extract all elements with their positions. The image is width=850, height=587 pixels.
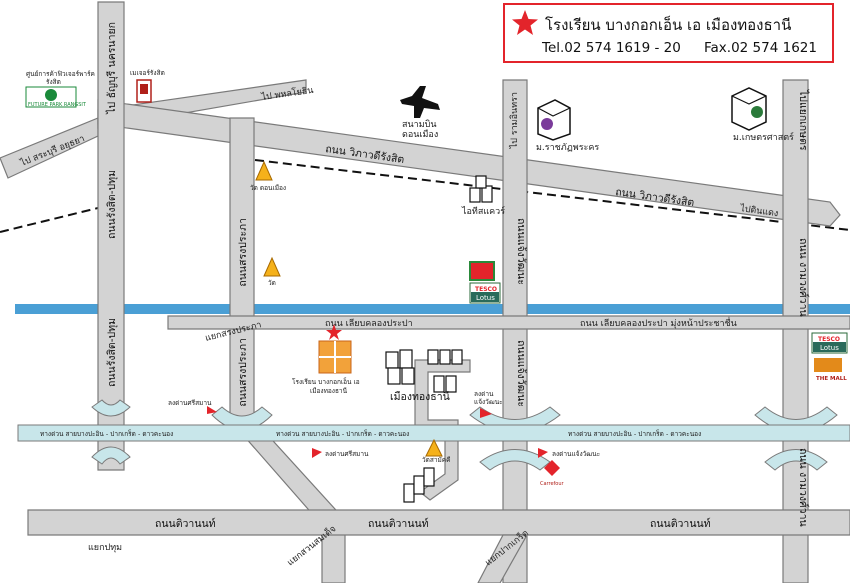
label-to-kaset: ไปแยกเกษตร	[797, 89, 810, 151]
expressway-ramp-left	[91, 399, 131, 417]
label-chaengwattana: ถนนแจ้งวัฒนะ	[515, 218, 527, 285]
road-rangsit-pathum	[97, 1, 125, 471]
future-park-label-2: รังสิต	[46, 78, 61, 86]
building-icon	[385, 349, 463, 393]
label-rangsit-pathum: ถนนรังสิต-ปทุม	[106, 170, 118, 239]
the-mall-text: THE MALL	[816, 376, 847, 382]
label-chaengwattana-2: ถนนแจ้งวัฒนะ	[515, 340, 527, 407]
label-tiwanon-3: ถนนติวานนท์	[650, 517, 711, 530]
school-fax: Fax.02 574 1621	[704, 40, 817, 56]
ramp-arrow-icon	[480, 408, 492, 418]
label-rajabhat: ม.ราชภัฏพระคร	[536, 143, 599, 153]
school-tel: Tel.02 574 1619 - 20	[542, 40, 681, 56]
canal-river	[15, 304, 850, 314]
expressway-ramp-ngam-2	[764, 449, 828, 471]
label-it-square: ไอทีสแควร์	[461, 205, 505, 217]
label-ngamwongwan: ถนน งามวงศ์วาน	[797, 238, 810, 317]
road-canal	[167, 315, 850, 330]
university-icon	[537, 99, 571, 141]
label-ramp-chaeng-1: ลงด่าน	[474, 390, 494, 398]
label-school-1: โรงเรียน บางกอกเอ็น เอ	[292, 377, 360, 386]
ramp-arrow-icon	[538, 448, 548, 458]
label-ramp-sri-saman-2: ลงด่านศรีสมาน	[325, 450, 369, 458]
label-mueang-thong: เมืองทองธานี	[390, 390, 450, 403]
railway-line-left	[0, 207, 99, 233]
label-school-2: เมืองทองธานี	[310, 387, 348, 395]
tesco-2-text: TESCO	[818, 336, 840, 343]
label-to-rangsit: ไป ธัญบุรี นครนายก	[105, 22, 118, 115]
ramp-arrow-icon	[312, 448, 322, 458]
temple-icon	[255, 160, 273, 181]
label-wat: วัด	[268, 279, 276, 287]
label-songprapa: ถนนสรงประภา	[237, 218, 249, 287]
label-tiwanon: ถนนติวานนท์	[155, 517, 216, 530]
major-label: เมเจอร์รังสิต	[130, 69, 165, 77]
label-expressway-left: ทางด่วน สายบางปะอิน - ปากเกร็ด - ดาวคะนอ…	[40, 429, 173, 438]
university-icon	[731, 87, 767, 131]
label-ramp-sri-saman-1: ลงด่านศรีสมาน	[168, 399, 212, 407]
the-mall-icon: THE MALL	[814, 358, 847, 382]
label-ngamwongwan-2: ถนน งามวงศ์วาน	[797, 448, 810, 527]
building-icon	[469, 175, 493, 203]
temple-icon	[425, 438, 443, 457]
label-tiwanon-2: ถนนติวานนท์	[368, 517, 429, 530]
school-marker-icon	[318, 324, 352, 374]
label-canal-2: ถนน เลียบคลองประปา มุ่งหน้าประชาชื่น	[580, 316, 737, 329]
airport-icon	[400, 86, 440, 118]
label-songprapa-2: ถนนสรงประภา	[237, 338, 249, 407]
temple-icon	[263, 256, 281, 277]
big-c-icon	[469, 261, 495, 281]
lotus-1-text: Lotus	[476, 294, 495, 302]
tesco-lotus-icon: TESCO Lotus	[811, 332, 848, 354]
future-park-label: ศูนย์การค้าฟิวเจอร์พาร์ค	[26, 70, 95, 78]
label-canal: ถนน เลียบคลองประปา	[325, 318, 413, 329]
label-wat-samakkhi: วัดสามัคคี	[422, 456, 450, 464]
label-kasetsart: ม.เกษตรศาสตร์	[733, 131, 794, 143]
future-park-logo: ศูนย์การค้าฟิวเจอร์พาร์ค รังสิต FUTURE P…	[25, 70, 95, 108]
lotus-2-text: Lotus	[820, 344, 839, 352]
school-name: โรงเรียน บางกอกเอ็น เอ เมืองทองธานี	[545, 16, 792, 34]
school-header: โรงเรียน บางกอกเอ็น เอ เมืองทองธานี Tel.…	[503, 3, 834, 63]
label-expressway-center: ทางด่วน สายบางปะอิน - ปากเกร็ด - ดาวคะนอ…	[276, 429, 409, 438]
expressway-ramp-left-2	[91, 446, 131, 465]
label-airport-1: สนามบิน	[402, 119, 437, 130]
label-ramp-chaeng-2: แจ้งวัฒนะ	[474, 398, 503, 406]
carrefour-text: Carrefour	[540, 481, 565, 487]
label-rangsit-pathum-2: ถนนรังสิต-ปทุม	[106, 318, 118, 387]
tesco-lotus-icon: TESCO Lotus	[469, 282, 501, 304]
tesco-1-text: TESCO	[475, 286, 497, 293]
road-chaengwattana	[502, 79, 528, 584]
label-pathum-junction: แยกปทุม	[88, 543, 122, 553]
road-tiwanon	[27, 509, 850, 536]
ramp-arrow-icon	[207, 406, 217, 414]
building-icon	[403, 467, 435, 503]
star-icon	[512, 10, 538, 35]
label-to-din-daeng: ไปดินแดง	[739, 203, 779, 219]
major-logo: เมเจอร์รังสิต	[130, 69, 165, 103]
label-wat-don-mueang: วัด ดอนเมือง	[250, 184, 286, 192]
future-park-logo-text: FUTURE PARK RANGSIT	[28, 102, 87, 108]
label-airport-2: ดอนเมือง	[402, 129, 438, 140]
label-expressway-right: ทางด่วน สายบางปะอิน - ปากเกร็ด - ดาวคะนอ…	[568, 429, 701, 438]
label-to-ramintra: ไป รามอินทรา	[509, 92, 520, 149]
carrefour-icon: Carrefour	[540, 460, 565, 487]
label-ramp-chaeng-3: ลงด่านแจ้งวัฒนะ	[552, 450, 600, 458]
expressway-ramp-chaeng-2	[479, 449, 551, 471]
railway-line	[254, 159, 850, 231]
